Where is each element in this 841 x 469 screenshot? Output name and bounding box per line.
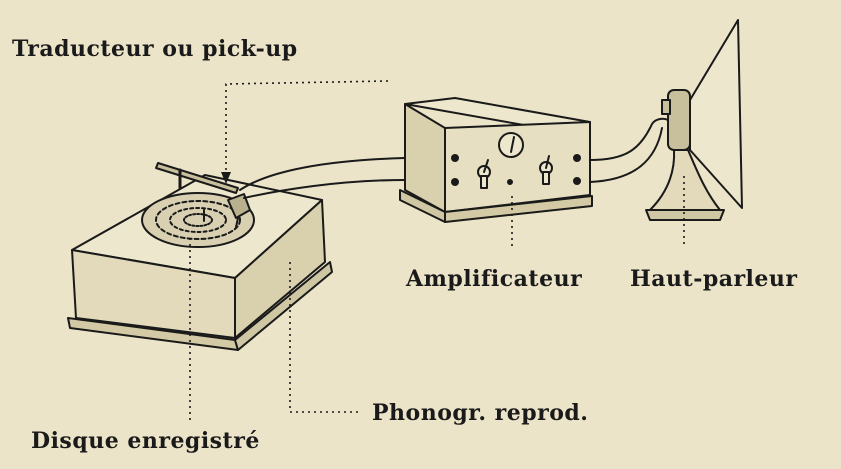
label-pickup: Traducteur ou pick-up <box>12 36 298 62</box>
speaker-cables <box>589 117 669 183</box>
amplifier-box <box>399 97 593 223</box>
leader-pickup <box>225 80 389 178</box>
label-phonograph: Phonogr. reprod. <box>372 400 589 426</box>
leader-phonograph <box>289 262 358 413</box>
pickup-arm <box>155 162 251 228</box>
record-disc <box>141 192 255 248</box>
label-amplifier: Amplificateur <box>406 266 583 292</box>
signal-cables <box>239 157 406 199</box>
label-disc: Disque enregistré <box>31 428 260 454</box>
loudspeaker <box>645 19 743 221</box>
arrow-pickup <box>221 172 231 184</box>
label-speaker: Haut-parleur <box>630 266 798 292</box>
